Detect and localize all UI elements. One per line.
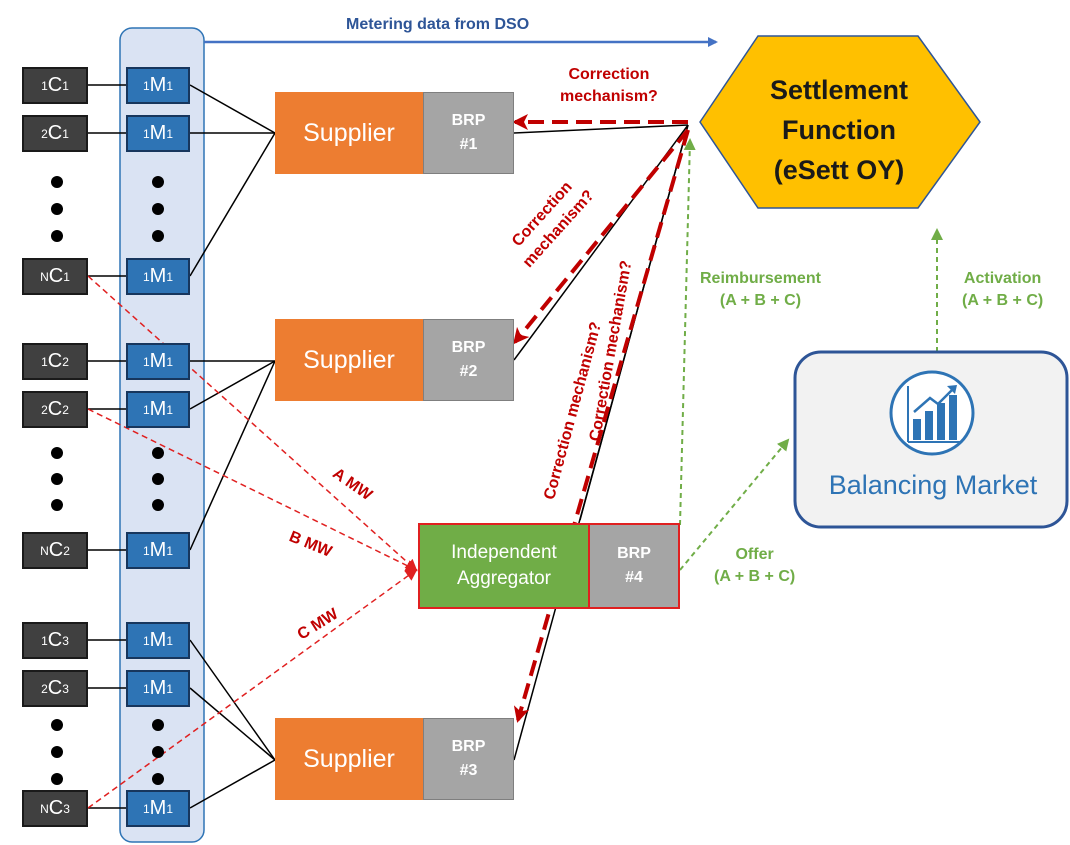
metering-label: Metering data from DSO — [346, 16, 530, 33]
green-arrows — [679, 138, 943, 571]
bar-chart-growth-icon — [889, 370, 975, 456]
correction-arrows — [512, 114, 690, 723]
brp-box-3: BRP#3 — [423, 718, 514, 800]
balancing-market-label: Balancing Market — [828, 470, 1038, 500]
ellipsis-dots — [51, 176, 164, 785]
settlement-hexagon — [699, 35, 981, 209]
brp-box-4: BRP#4 — [588, 523, 680, 609]
brp-box-1: BRP#1 — [423, 92, 514, 174]
activation-label: Activation (A + B + C) — [962, 270, 1044, 309]
supplier-box-1: Supplier — [275, 92, 423, 174]
offer-label: Offer (A + B + C) — [714, 546, 796, 585]
customer-meter-links — [88, 84, 126, 809]
correction-label-top: Correction mechanism? — [560, 66, 658, 105]
supplier-box-3: Supplier — [275, 718, 423, 800]
supplier-box-2: Supplier — [275, 319, 423, 401]
brp-box-2: BRP#2 — [423, 319, 514, 401]
mw-arrows — [87, 275, 418, 809]
settlement-label: Settlement Function (eSett OY) — [769, 75, 909, 185]
meter-supplier-links — [189, 84, 276, 809]
reimbursement-label: Reimbursement (A + B + C) — [700, 270, 821, 309]
